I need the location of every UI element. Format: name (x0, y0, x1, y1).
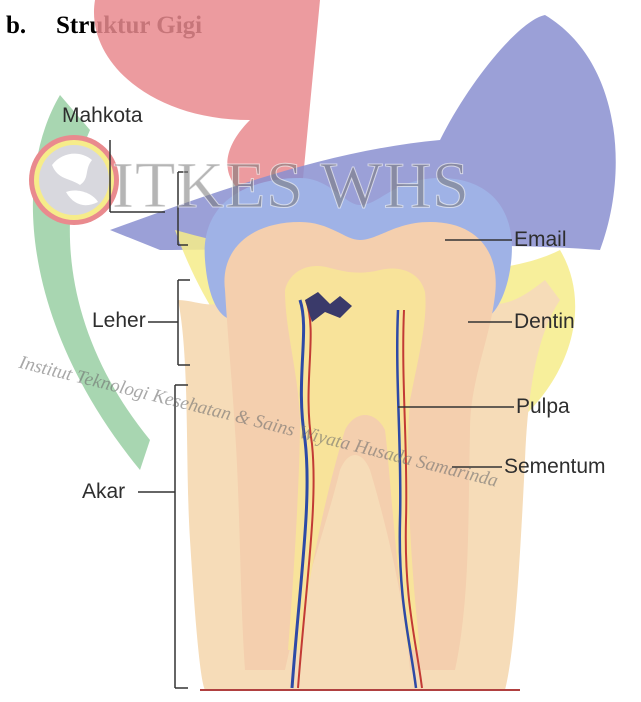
label-email: Email (514, 228, 567, 252)
label-mahkota: Mahkota (62, 104, 143, 128)
bracket-akar (138, 385, 188, 688)
label-akar: Akar (82, 480, 125, 504)
label-sementum: Sementum (504, 455, 606, 479)
watermark-title: ITKES WHS (112, 148, 470, 224)
label-pulpa: Pulpa (516, 395, 570, 419)
label-dentin: Dentin (514, 310, 575, 334)
label-leher: Leher (92, 309, 146, 333)
globe-logo-icon (29, 135, 119, 225)
